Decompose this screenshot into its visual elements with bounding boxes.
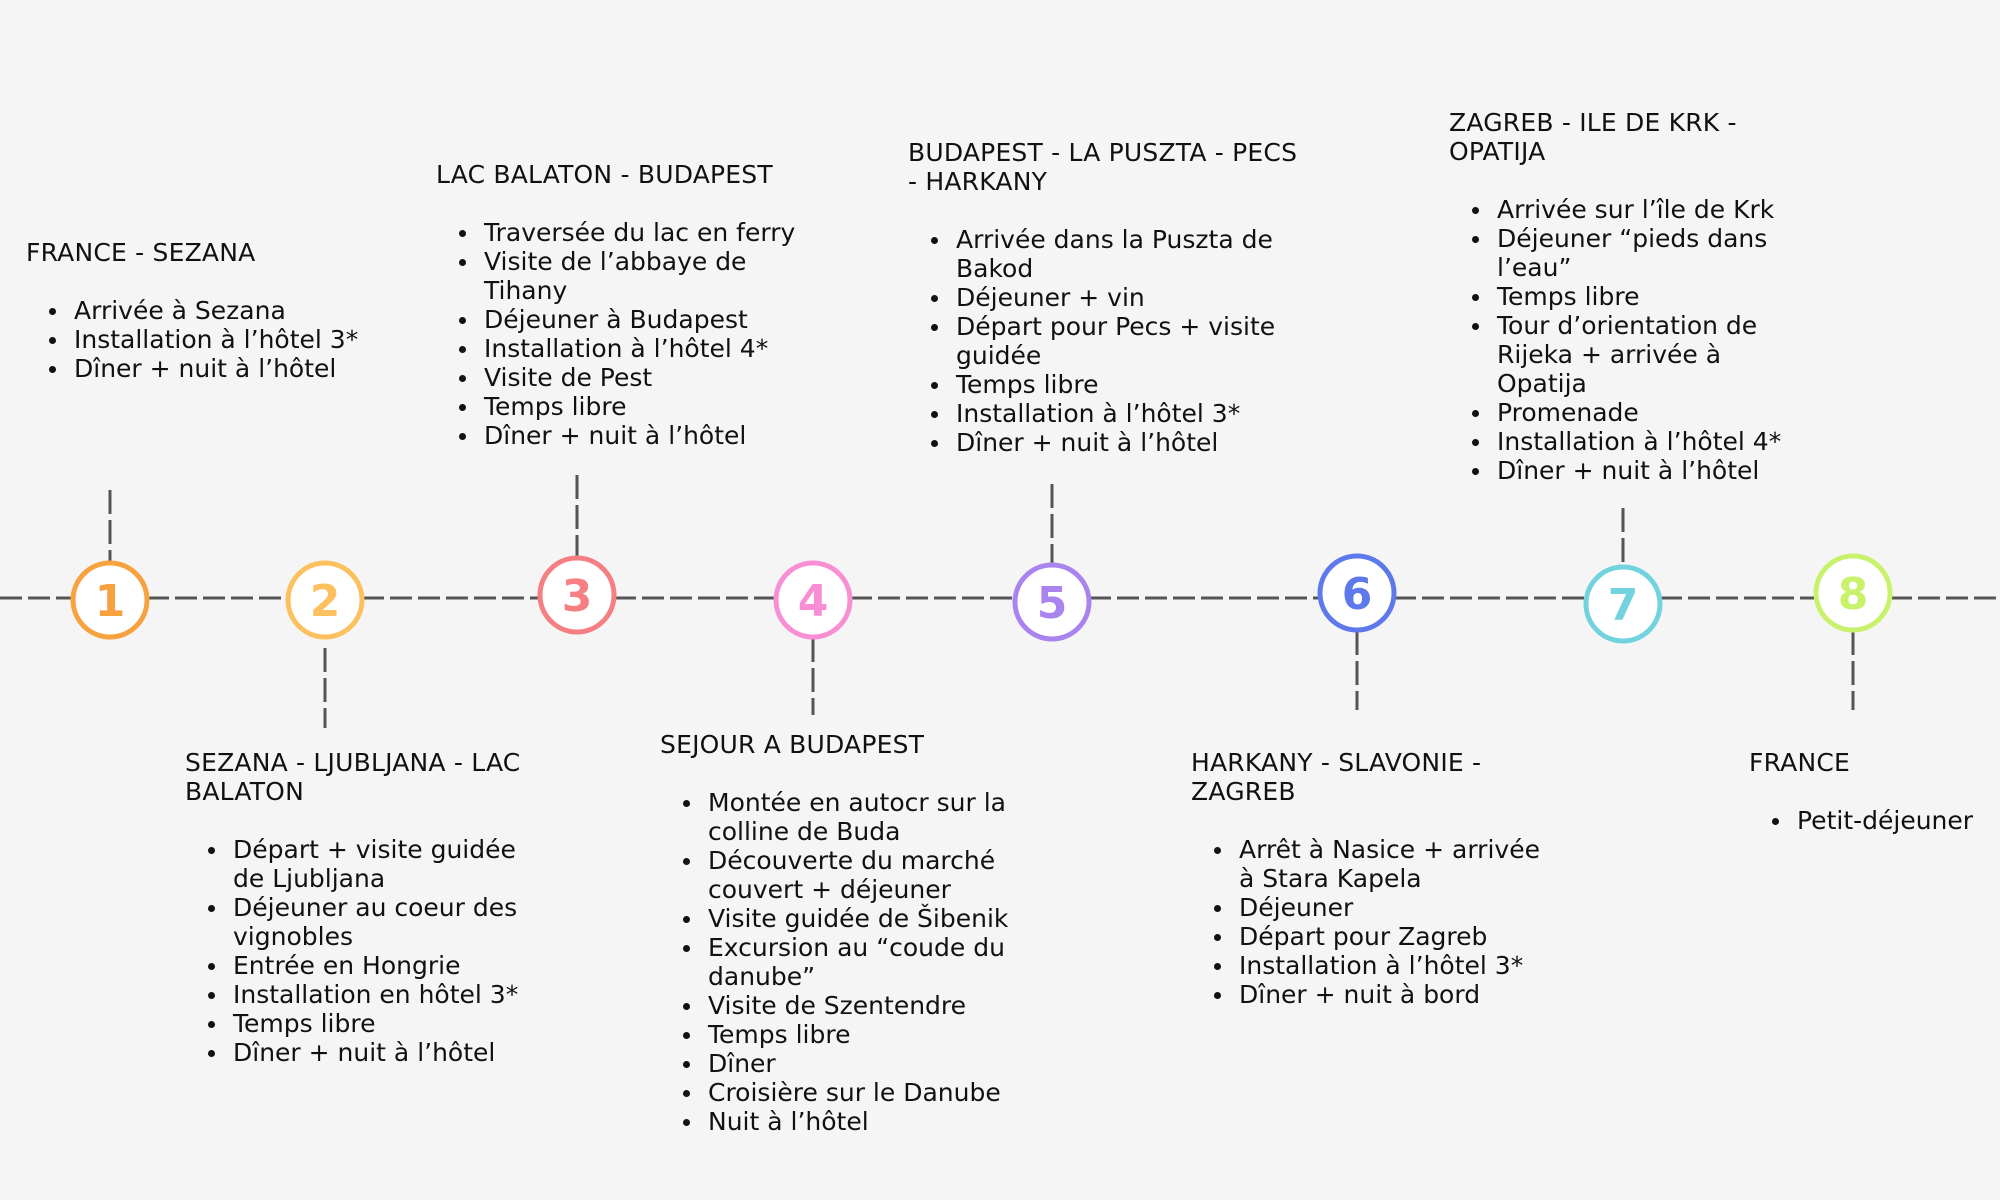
activity-item: Petit-déjeuner (1772, 806, 1989, 835)
day-title: SEZANA - LJUBLJANA - LAC BALATON (185, 748, 521, 806)
step-circle (1583, 564, 1663, 644)
step-number: 2 (310, 576, 341, 627)
activity-item: Temps libre (459, 392, 816, 421)
activity-item: Traversée du lac en ferry (459, 218, 816, 247)
activity-item: Installation en hôtel 3* (208, 980, 555, 1009)
day-block: HARKANY - SLAVONIE - ZAGREB Arrêt à Nasic… (1191, 748, 1561, 1009)
activity-item: Arrivée dans la Puszta de Bakod (931, 225, 1328, 283)
activity-item: Installation à l’hôtel 3* (49, 325, 366, 354)
step-circle (1813, 553, 1893, 633)
activity-item: Déjeuner “pieds dans l’eau” (1472, 224, 1799, 282)
day-block: LAC BALATON - BUDAPEST Traversée du lac e… (436, 160, 816, 450)
activity-item: Départ + visite guidée de Ljubljana (208, 835, 555, 893)
activity-item: Dîner + nuit à l’hôtel (49, 354, 366, 383)
activity-item: Tour d’orientation de Rijeka + arrivée à… (1472, 311, 1799, 398)
activity-item: Visite de l’abbaye de Tihany (459, 247, 816, 305)
day-title: SEJOUR A BUDAPEST (660, 730, 925, 759)
step-circle (1012, 562, 1092, 642)
activity-item: Dîner + nuit à l’hôtel (931, 428, 1328, 457)
activity-item: Visite guidée de Šibenik (683, 904, 1030, 933)
day-title: FRANCE (1749, 748, 1850, 777)
activity-item: Installation à l’hôtel 4* (1472, 427, 1799, 456)
activity-item: Visite de Pest (459, 363, 816, 392)
activity-item: Installation à l’hôtel 3* (931, 399, 1328, 428)
activity-item: Entrée en Hongrie (208, 951, 555, 980)
activity-item: Arrivée sur l’île de Krk (1472, 195, 1799, 224)
activity-item: Installation à l’hôtel 4* (459, 334, 816, 363)
step-number: 6 (1342, 569, 1373, 620)
day-title: HARKANY - SLAVONIE - ZAGREB (1191, 748, 1482, 806)
step-number: 3 (562, 571, 593, 622)
activity-item: Temps libre (931, 370, 1328, 399)
step-circle (70, 560, 150, 640)
activity-item: Déjeuner au coeur des vignobles (208, 893, 555, 951)
day-title: LAC BALATON - BUDAPEST (436, 160, 773, 189)
activity-item: Temps libre (1472, 282, 1799, 311)
activity-item: Excursion au “coude du danube” (683, 933, 1030, 991)
activity-item: Départ pour Pecs + visite guidée (931, 312, 1328, 370)
activity-item: Dîner + nuit à l’hôtel (1472, 456, 1799, 485)
activity-item: Déjeuner à Budapest (459, 305, 816, 334)
activity-item: Nuit à l’hôtel (683, 1107, 1030, 1136)
activity-item: Croisière sur le Danube (683, 1078, 1030, 1107)
activity-item: Temps libre (208, 1009, 555, 1038)
step-number: 8 (1838, 569, 1869, 620)
activity-item: Dîner + nuit à l’hôtel (208, 1038, 555, 1067)
day-block: SEJOUR A BUDAPEST Montée en autocr sur la… (660, 730, 1030, 1136)
step-number: 7 (1608, 580, 1639, 631)
day-title: ZAGREB - ILE DE KRK - OPATIJA (1449, 108, 1737, 166)
step-number: 5 (1037, 578, 1068, 629)
activity-item: Départ pour Zagreb (1214, 922, 1561, 951)
day-title: BUDAPEST - LA PUSZTA - PECS - HARKANY (908, 138, 1298, 196)
step-circle (285, 560, 365, 640)
activity-item: Temps libre (683, 1020, 1030, 1049)
activity-item: Visite de Szentendre (683, 991, 1030, 1020)
activity-item: Découverte du marché couvert + déjeuner (683, 846, 1030, 904)
day-block: BUDAPEST - LA PUSZTA - PECS - HARKANY Arr… (908, 138, 1328, 457)
activity-list: Petit-déjeuner (1749, 806, 1989, 835)
activity-item: Promenade (1472, 398, 1799, 427)
step-circle (1317, 553, 1397, 633)
step-circle (773, 560, 853, 640)
activity-item: Montée en autocr sur la colline de Buda (683, 788, 1030, 846)
activity-item: Arrivée à Sezana (49, 296, 366, 325)
activity-item: Dîner + nuit à l’hôtel (459, 421, 816, 450)
day-block: SEZANA - LJUBLJANA - LAC BALATON Départ +… (185, 748, 555, 1067)
activity-item: Installation à l’hôtel 3* (1214, 951, 1561, 980)
activity-item: Déjeuner (1214, 893, 1561, 922)
activity-item: Déjeuner + vin (931, 283, 1328, 312)
day-title: FRANCE - SEZANA (26, 238, 256, 267)
step-number: 1 (95, 576, 126, 627)
activity-item: Arrêt à Nasice + arrivée à Stara Kapela (1214, 835, 1561, 893)
day-block: FRANCE Petit-déjeuner (1749, 748, 1989, 835)
step-number: 4 (798, 576, 829, 627)
activity-item: Dîner + nuit à bord (1214, 980, 1561, 1009)
step-circle (537, 555, 617, 635)
activity-item: Dîner (683, 1049, 1030, 1078)
day-block: ZAGREB - ILE DE KRK - OPATIJA Arrivée sur… (1449, 108, 1799, 485)
